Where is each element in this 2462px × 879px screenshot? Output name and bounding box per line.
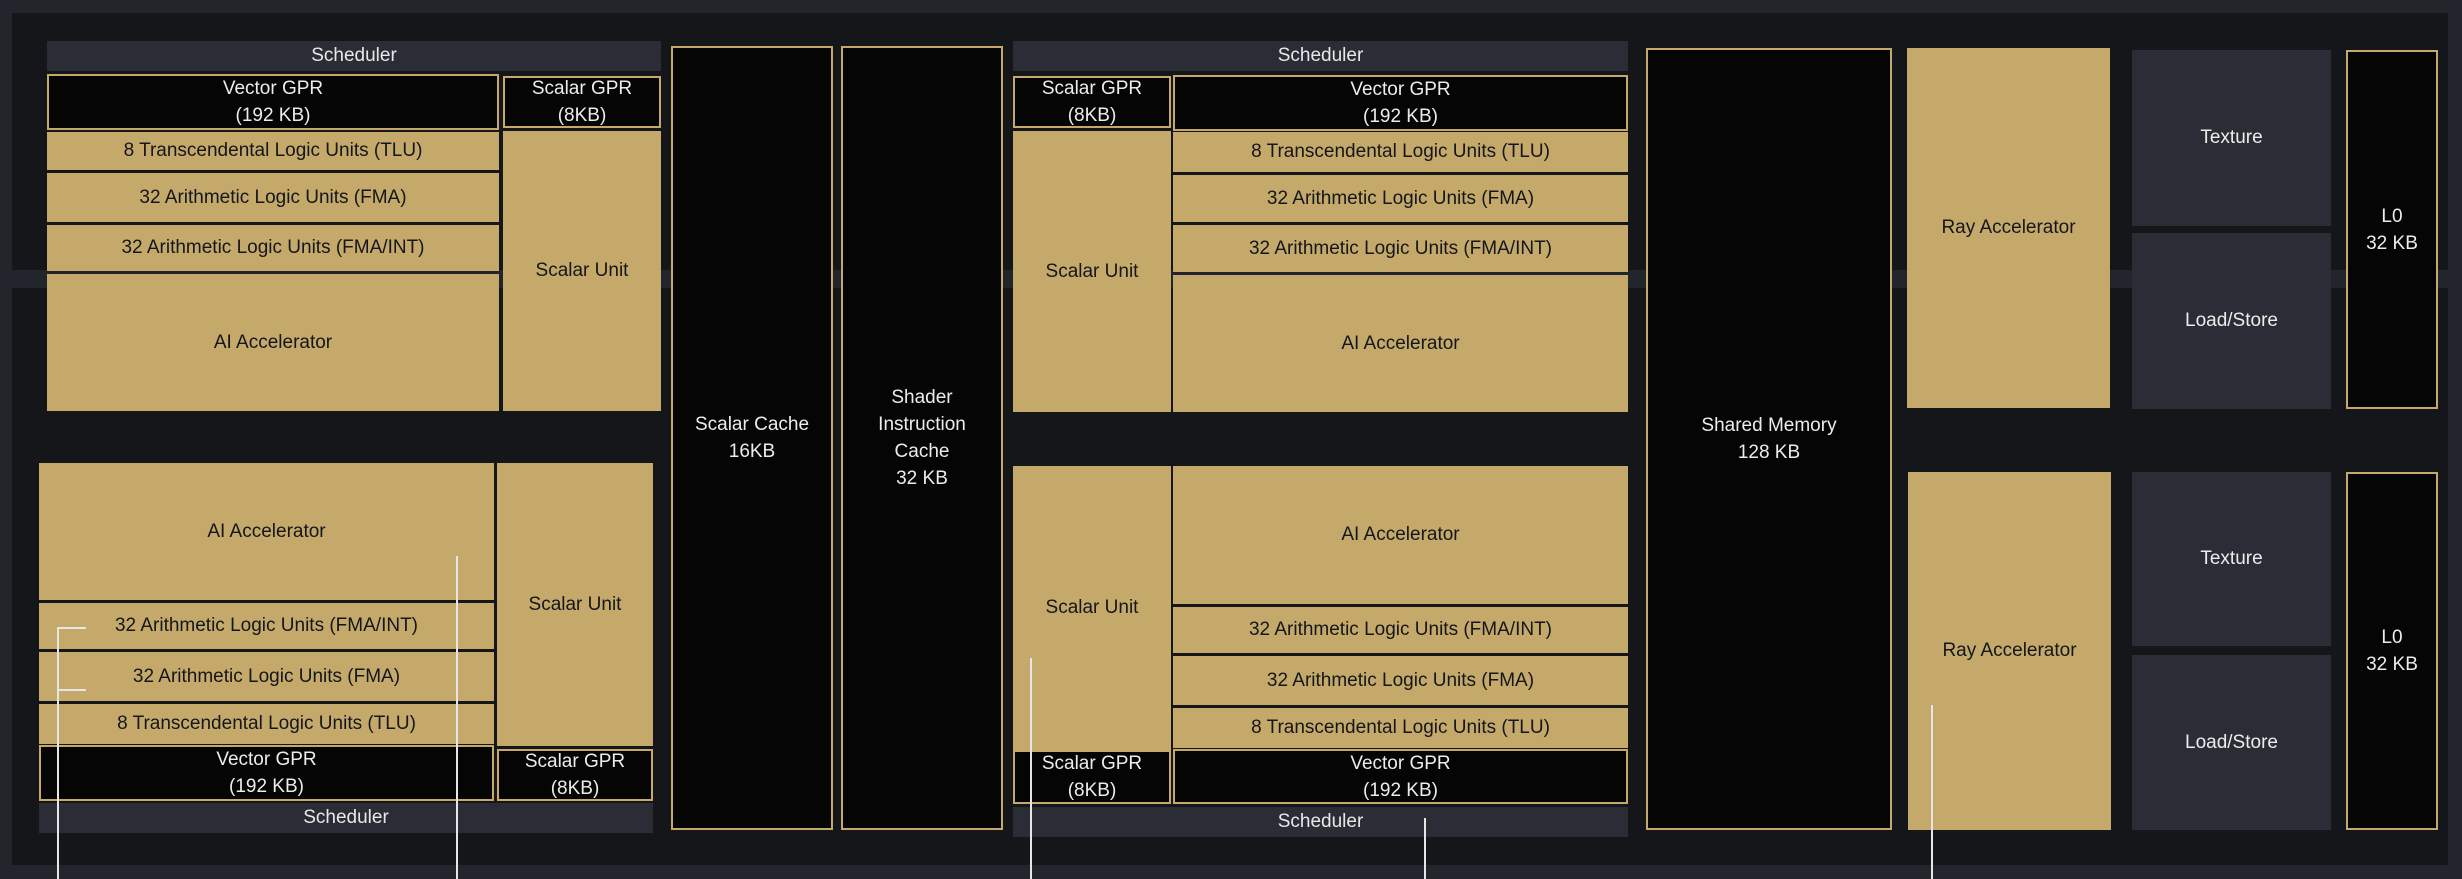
scheduler-tl: Scheduler (47, 41, 661, 71)
scheduler-br: Scheduler (1013, 807, 1628, 837)
ai-accelerator-br: AI Accelerator (1173, 466, 1628, 604)
ai-accelerator-tl: AI Accelerator (47, 274, 499, 411)
ray-accelerator-top: Ray Accelerator (1907, 48, 2110, 408)
alu-fma-bl: 32 Arithmetic Logic Units (FMA) (39, 652, 494, 701)
alu-fma-tr: 32 Arithmetic Logic Units (FMA) (1173, 175, 1628, 222)
alu-fma-tl: 32 Arithmetic Logic Units (FMA) (47, 173, 499, 222)
scheduler-bl: Scheduler (39, 803, 653, 833)
scalar-unit-tr: Scalar Unit (1013, 131, 1171, 412)
scalar-gpr-br: Scalar GPR (8KB) (1013, 750, 1171, 804)
ai-accelerator-bl: AI Accelerator (39, 463, 494, 600)
alu-fma-br: 32 Arithmetic Logic Units (FMA) (1173, 656, 1628, 705)
alu-fma-int-bl: 32 Arithmetic Logic Units (FMA/INT) (39, 603, 494, 649)
scalar-gpr-tr: Scalar GPR (8KB) (1013, 76, 1171, 128)
shader-instruction-cache: Shader Instruction Cache 32 KB (841, 46, 1003, 830)
vector-gpr-bl: Vector GPR (192 KB) (39, 745, 494, 801)
tlu-bl: 8 Transcendental Logic Units (TLU) (39, 704, 494, 744)
bottom-strip (0, 865, 2462, 879)
vector-gpr-tl: Vector GPR (192 KB) (47, 74, 499, 130)
load-store-top: Load/Store (2132, 233, 2331, 409)
alu-fma-int-tr: 32 Arithmetic Logic Units (FMA/INT) (1173, 225, 1628, 272)
alu-fma-int-br: 32 Arithmetic Logic Units (FMA/INT) (1173, 607, 1628, 653)
texture-bottom: Texture (2132, 472, 2331, 646)
scalar-gpr-tl: Scalar GPR (8KB) (503, 76, 661, 128)
l0-cache-top: L0 32 KB (2346, 50, 2438, 409)
scalar-unit-br: Scalar Unit (1013, 466, 1171, 750)
ai-accelerator-tr: AI Accelerator (1173, 275, 1628, 412)
tlu-br: 8 Transcendental Logic Units (TLU) (1173, 708, 1628, 748)
texture-top: Texture (2132, 50, 2331, 226)
alu-fma-int-tl: 32 Arithmetic Logic Units (FMA/INT) (47, 225, 499, 271)
ray-accelerator-bottom: Ray Accelerator (1908, 472, 2111, 830)
scalar-cache: Scalar Cache 16KB (671, 46, 833, 830)
scheduler-tr: Scheduler (1013, 41, 1628, 71)
scalar-unit-tl: Scalar Unit (503, 131, 661, 411)
scalar-unit-bl: Scalar Unit (497, 463, 653, 746)
tlu-tr: 8 Transcendental Logic Units (TLU) (1173, 132, 1628, 172)
vector-gpr-tr: Vector GPR (192 KB) (1173, 75, 1628, 131)
tlu-tl: 8 Transcendental Logic Units (TLU) (47, 132, 499, 170)
load-store-bottom: Load/Store (2132, 655, 2331, 830)
vector-gpr-br: Vector GPR (192 KB) (1173, 749, 1628, 804)
scalar-gpr-bl: Scalar GPR (8KB) (497, 749, 653, 801)
shared-memory: Shared Memory 128 KB (1646, 48, 1892, 830)
l0-cache-bottom: L0 32 KB (2346, 472, 2438, 830)
